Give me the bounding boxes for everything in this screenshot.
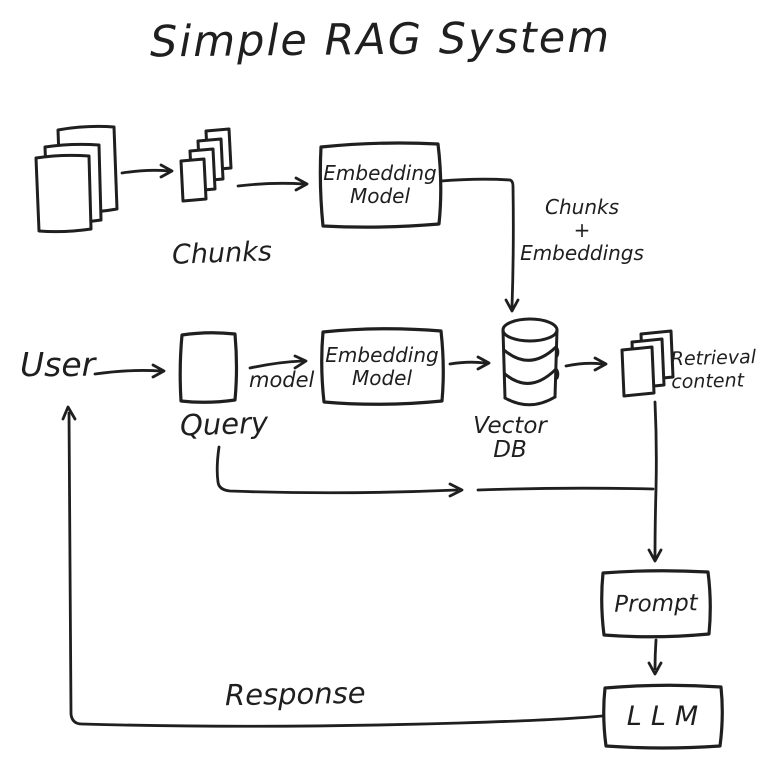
llm-box — [602, 683, 724, 750]
arrow-vectordb-to-retrieval-icon — [564, 356, 608, 372]
vector-db-line2: DB — [493, 437, 527, 464]
embedding-model-query-line2: Model — [351, 366, 413, 390]
embedding-model-top-box — [318, 141, 443, 229]
model-label: model — [249, 368, 315, 392]
arrow-chunks-to-embedding-icon — [236, 176, 309, 192]
arrow-user-to-query-icon — [93, 363, 166, 379]
documents-icon — [34, 124, 119, 234]
chunks-embeddings-label: Chunks + Embeddings — [508, 196, 656, 265]
arrow-embedding-to-vectordb-mid-icon — [448, 355, 491, 371]
vector-db-icon — [501, 317, 560, 407]
query-label: Query — [179, 405, 269, 443]
arrow-docs-to-chunks-icon — [120, 163, 174, 179]
retrieval-content-label: Retrieval content — [670, 346, 768, 394]
prompt-box — [600, 569, 712, 639]
arrow-embedding-to-vectordb-top-icon — [439, 177, 520, 313]
embedding-model-query-label: Embedding Model — [322, 332, 442, 402]
arrow-query-to-prompt-icon — [215, 445, 655, 498]
arrow-prompt-to-llm-icon — [647, 638, 663, 676]
chunks-embeddings-line2: + — [573, 218, 591, 242]
retrieval-content-line2: content — [671, 369, 745, 394]
vector-db-line1: Vector — [473, 413, 547, 439]
arrow-retrieval-to-prompt-icon — [647, 400, 663, 563]
embedding-model-query-line1: Embedding — [325, 343, 439, 367]
prompt-label: Prompt — [614, 590, 698, 618]
query-box — [178, 331, 239, 404]
retrieved-docs-icon — [620, 329, 675, 398]
chunks-label: Chunks — [171, 236, 273, 271]
vector-db-label: Vector DB — [462, 414, 558, 462]
diagram-title: Simple RAG System — [149, 12, 612, 68]
user-label: User — [20, 345, 96, 384]
arrow-query-to-embedding-icon — [248, 354, 308, 370]
chunks-embeddings-line1: Chunks — [545, 195, 619, 219]
chunks-icon — [179, 127, 233, 203]
chunks-embeddings-line3: Embeddings — [520, 241, 644, 265]
embedding-model-top-line1: Embedding — [323, 161, 437, 185]
embedding-model-top-label: Embedding Model — [320, 146, 440, 224]
embedding-model-query-box — [320, 327, 445, 406]
llm-label: LLM — [626, 700, 708, 732]
embedding-model-top-line2: Model — [349, 184, 411, 208]
response-label: Response — [224, 675, 366, 713]
retrieval-content-line1: Retrieval — [670, 346, 757, 371]
arrow-llm-to-user-icon — [61, 405, 604, 728]
